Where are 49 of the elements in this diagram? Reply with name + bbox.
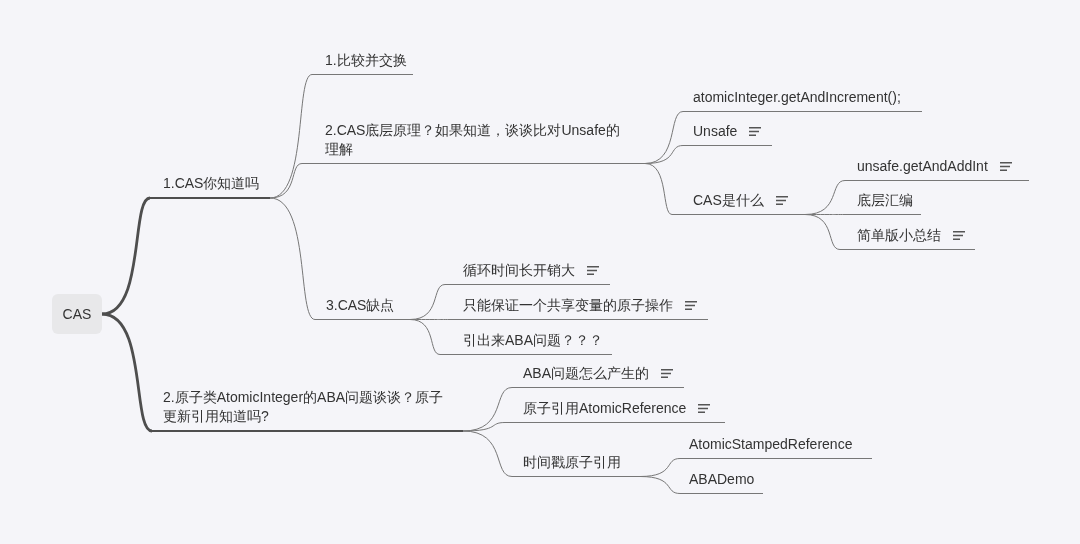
branch-topic [672, 191, 805, 215]
branch-line [639, 476, 681, 494]
topic-label: CAS [62, 304, 92, 324]
branch-line [269, 163, 303, 199]
branch-topic [445, 261, 610, 285]
topic-label: 2.CAS底层原理？如果知道，谈谈比对Unsafe的理解 [325, 121, 621, 159]
branch-topic [302, 121, 645, 164]
branch-line [462, 422, 506, 432]
topic-label: 简单版小总结 [857, 226, 941, 245]
topic-label: ABA问题怎么产生的 [523, 364, 649, 383]
branch-line [804, 214, 841, 250]
topic-label: 原子引用AtomicReference [523, 399, 687, 418]
topic-label: AtomicStampedReference [689, 435, 853, 454]
branch-line [409, 319, 441, 355]
branch-topic [845, 157, 1029, 181]
topic-label: 循环时间长开销大 [463, 261, 575, 280]
branch-topic [152, 388, 463, 432]
topic-label: 1.CAS你知道吗 [163, 174, 260, 193]
topic-label: Unsafe [693, 122, 738, 141]
topic-label: 引出来ABA问题？？？ [463, 331, 603, 350]
topic-label: 只能保证一个共享变量的原子操作 [463, 296, 673, 315]
branch-line [101, 196, 151, 316]
branch-topic [505, 399, 725, 423]
branch-topic [150, 174, 270, 199]
branch-topic [312, 51, 413, 75]
branch-topic [683, 88, 922, 112]
branch-topic [683, 122, 772, 146]
topic-label: 时间戳原子引用 [523, 453, 621, 472]
root-topic [52, 294, 102, 334]
topic-label: 底层汇编 [857, 191, 913, 210]
branch-line [644, 163, 673, 215]
branch-topic [840, 226, 975, 250]
branch-topic [440, 331, 612, 355]
topic-label: CAS是什么 [693, 191, 764, 210]
branch-topic [680, 435, 872, 459]
topic-label: 3.CAS缺点 [326, 296, 395, 315]
branch-topic [512, 364, 684, 388]
topic-label: 1.比较并交换 [325, 51, 407, 70]
branch-line [101, 312, 153, 433]
branch-line [462, 430, 513, 477]
topic-label: ABADemo [689, 470, 755, 489]
topic-label: 2.原子类AtomicInteger的ABA问题谈谈？原子更新引用知道吗? [163, 388, 445, 426]
branch-topic [512, 453, 640, 477]
topic-label: unsafe.getAndAddInt [857, 157, 988, 176]
topic-label: atomicInteger.getAndIncrement(); [693, 88, 901, 107]
branch-topic [450, 296, 708, 320]
branch-topic [315, 296, 410, 320]
branch-line [269, 197, 316, 320]
branch-topic [845, 191, 921, 215]
